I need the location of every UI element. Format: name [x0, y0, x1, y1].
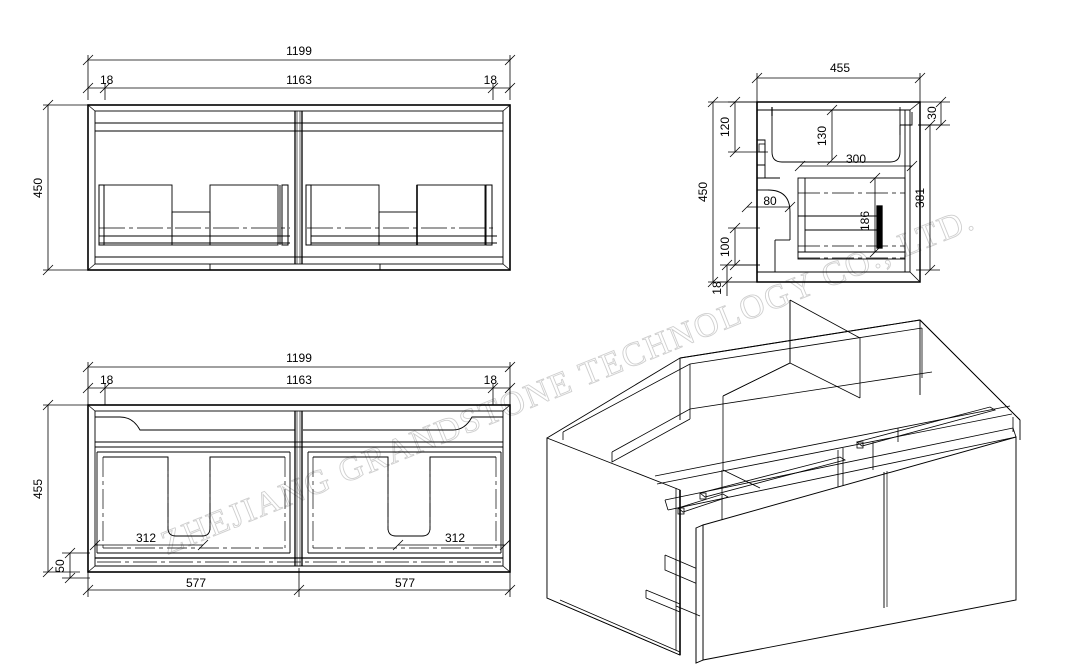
dim-label-front-50: 50: [53, 559, 67, 573]
iso-view: [546, 299, 1021, 664]
dim-label-top-18-right: 18: [484, 73, 498, 87]
dim-side-381: [916, 119, 940, 276]
dim-front-455: [42, 399, 90, 578]
dim-label-side-100: 100: [718, 237, 732, 257]
dim-side-450: [707, 96, 757, 288]
dim-label-top-450: 450: [31, 178, 45, 198]
top-view: 1199 18 1163 18 450: [31, 44, 516, 276]
dim-label-side-30: 30: [925, 106, 939, 120]
dim-side-120: [728, 96, 768, 158]
dim-label-side-18: 18: [710, 281, 724, 295]
dim-label-front-577-right: 577: [395, 576, 415, 590]
dim-side-455: [751, 72, 926, 102]
dim-front-1199: [82, 361, 516, 405]
dim-side-100: [728, 222, 760, 271]
dim-front-1163: [82, 382, 516, 405]
dim-top-450: [42, 99, 90, 276]
dim-side-18: [720, 259, 760, 296]
dim-label-top-1199: 1199: [286, 44, 312, 58]
dim-label-top-18-left: 18: [100, 73, 114, 87]
front-view: 1199 18 1163 18 455: [31, 351, 516, 597]
dim-top-1199: [82, 54, 516, 100]
dim-label-front-1199: 1199: [286, 351, 312, 365]
dim-top-1163: [82, 82, 516, 100]
dim-label-side-186: 186: [858, 211, 872, 231]
dim-label-side-455: 455: [830, 61, 850, 75]
dim-label-front-312-left: 312: [136, 531, 156, 545]
side-view: 455 30 381 450: [696, 61, 950, 296]
dim-label-side-450: 450: [696, 182, 710, 202]
dim-front-577: [82, 568, 516, 597]
dim-label-front-312-right: 312: [445, 531, 465, 545]
dim-label-side-300: 300: [846, 152, 866, 166]
dim-front-50: [62, 547, 90, 584]
dim-label-side-120: 120: [718, 117, 732, 137]
dim-side-300: [794, 160, 918, 172]
dim-label-front-18-right: 18: [484, 373, 498, 387]
dim-label-front-1163: 1163: [286, 373, 312, 387]
dim-label-side-130: 130: [815, 126, 829, 146]
dim-label-side-80: 80: [763, 194, 777, 208]
dim-label-top-1163: 1163: [286, 73, 312, 87]
dim-label-front-18-left: 18: [100, 373, 114, 387]
dim-label-front-455: 455: [31, 479, 45, 499]
dim-label-front-577-left: 577: [186, 576, 206, 590]
